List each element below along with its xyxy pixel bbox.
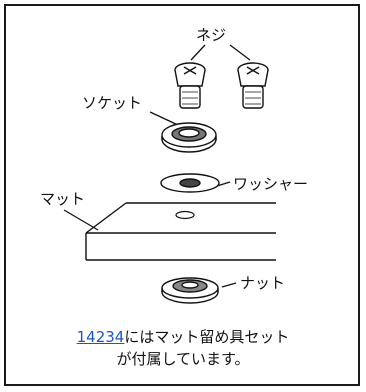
- socket-icon: [161, 122, 217, 153]
- leader-lines: [63, 44, 251, 288]
- screw-icon: [174, 62, 206, 109]
- caption: 14234にはマット留め具セット が付属しています。: [0, 326, 366, 370]
- leader-nut: [221, 282, 237, 288]
- label-washer: ワッシャー: [233, 175, 308, 193]
- leader-washer: [216, 181, 231, 187]
- label-mat: マット: [40, 190, 85, 208]
- leader-mat: [63, 209, 99, 231]
- leader-socket: [149, 111, 179, 126]
- screw-icon: [237, 62, 269, 109]
- washer-icon: [160, 173, 220, 193]
- caption-line-1-text: にはマット留め具セット: [124, 328, 290, 346]
- caption-line-1: 14234にはマット留め具セット: [0, 326, 366, 348]
- leader-screw-right: [229, 44, 251, 61]
- label-screw: ネジ: [196, 26, 226, 44]
- nut-icon: [161, 277, 219, 304]
- mat-icon: [85, 202, 276, 261]
- product-link[interactable]: 14234: [76, 328, 125, 346]
- leader-screw-left: [190, 44, 206, 61]
- mat-hole: [175, 210, 195, 220]
- label-nut: ナット: [240, 274, 285, 292]
- label-socket: ソケット: [82, 94, 142, 112]
- caption-line-2: が付属しています。: [116, 350, 250, 368]
